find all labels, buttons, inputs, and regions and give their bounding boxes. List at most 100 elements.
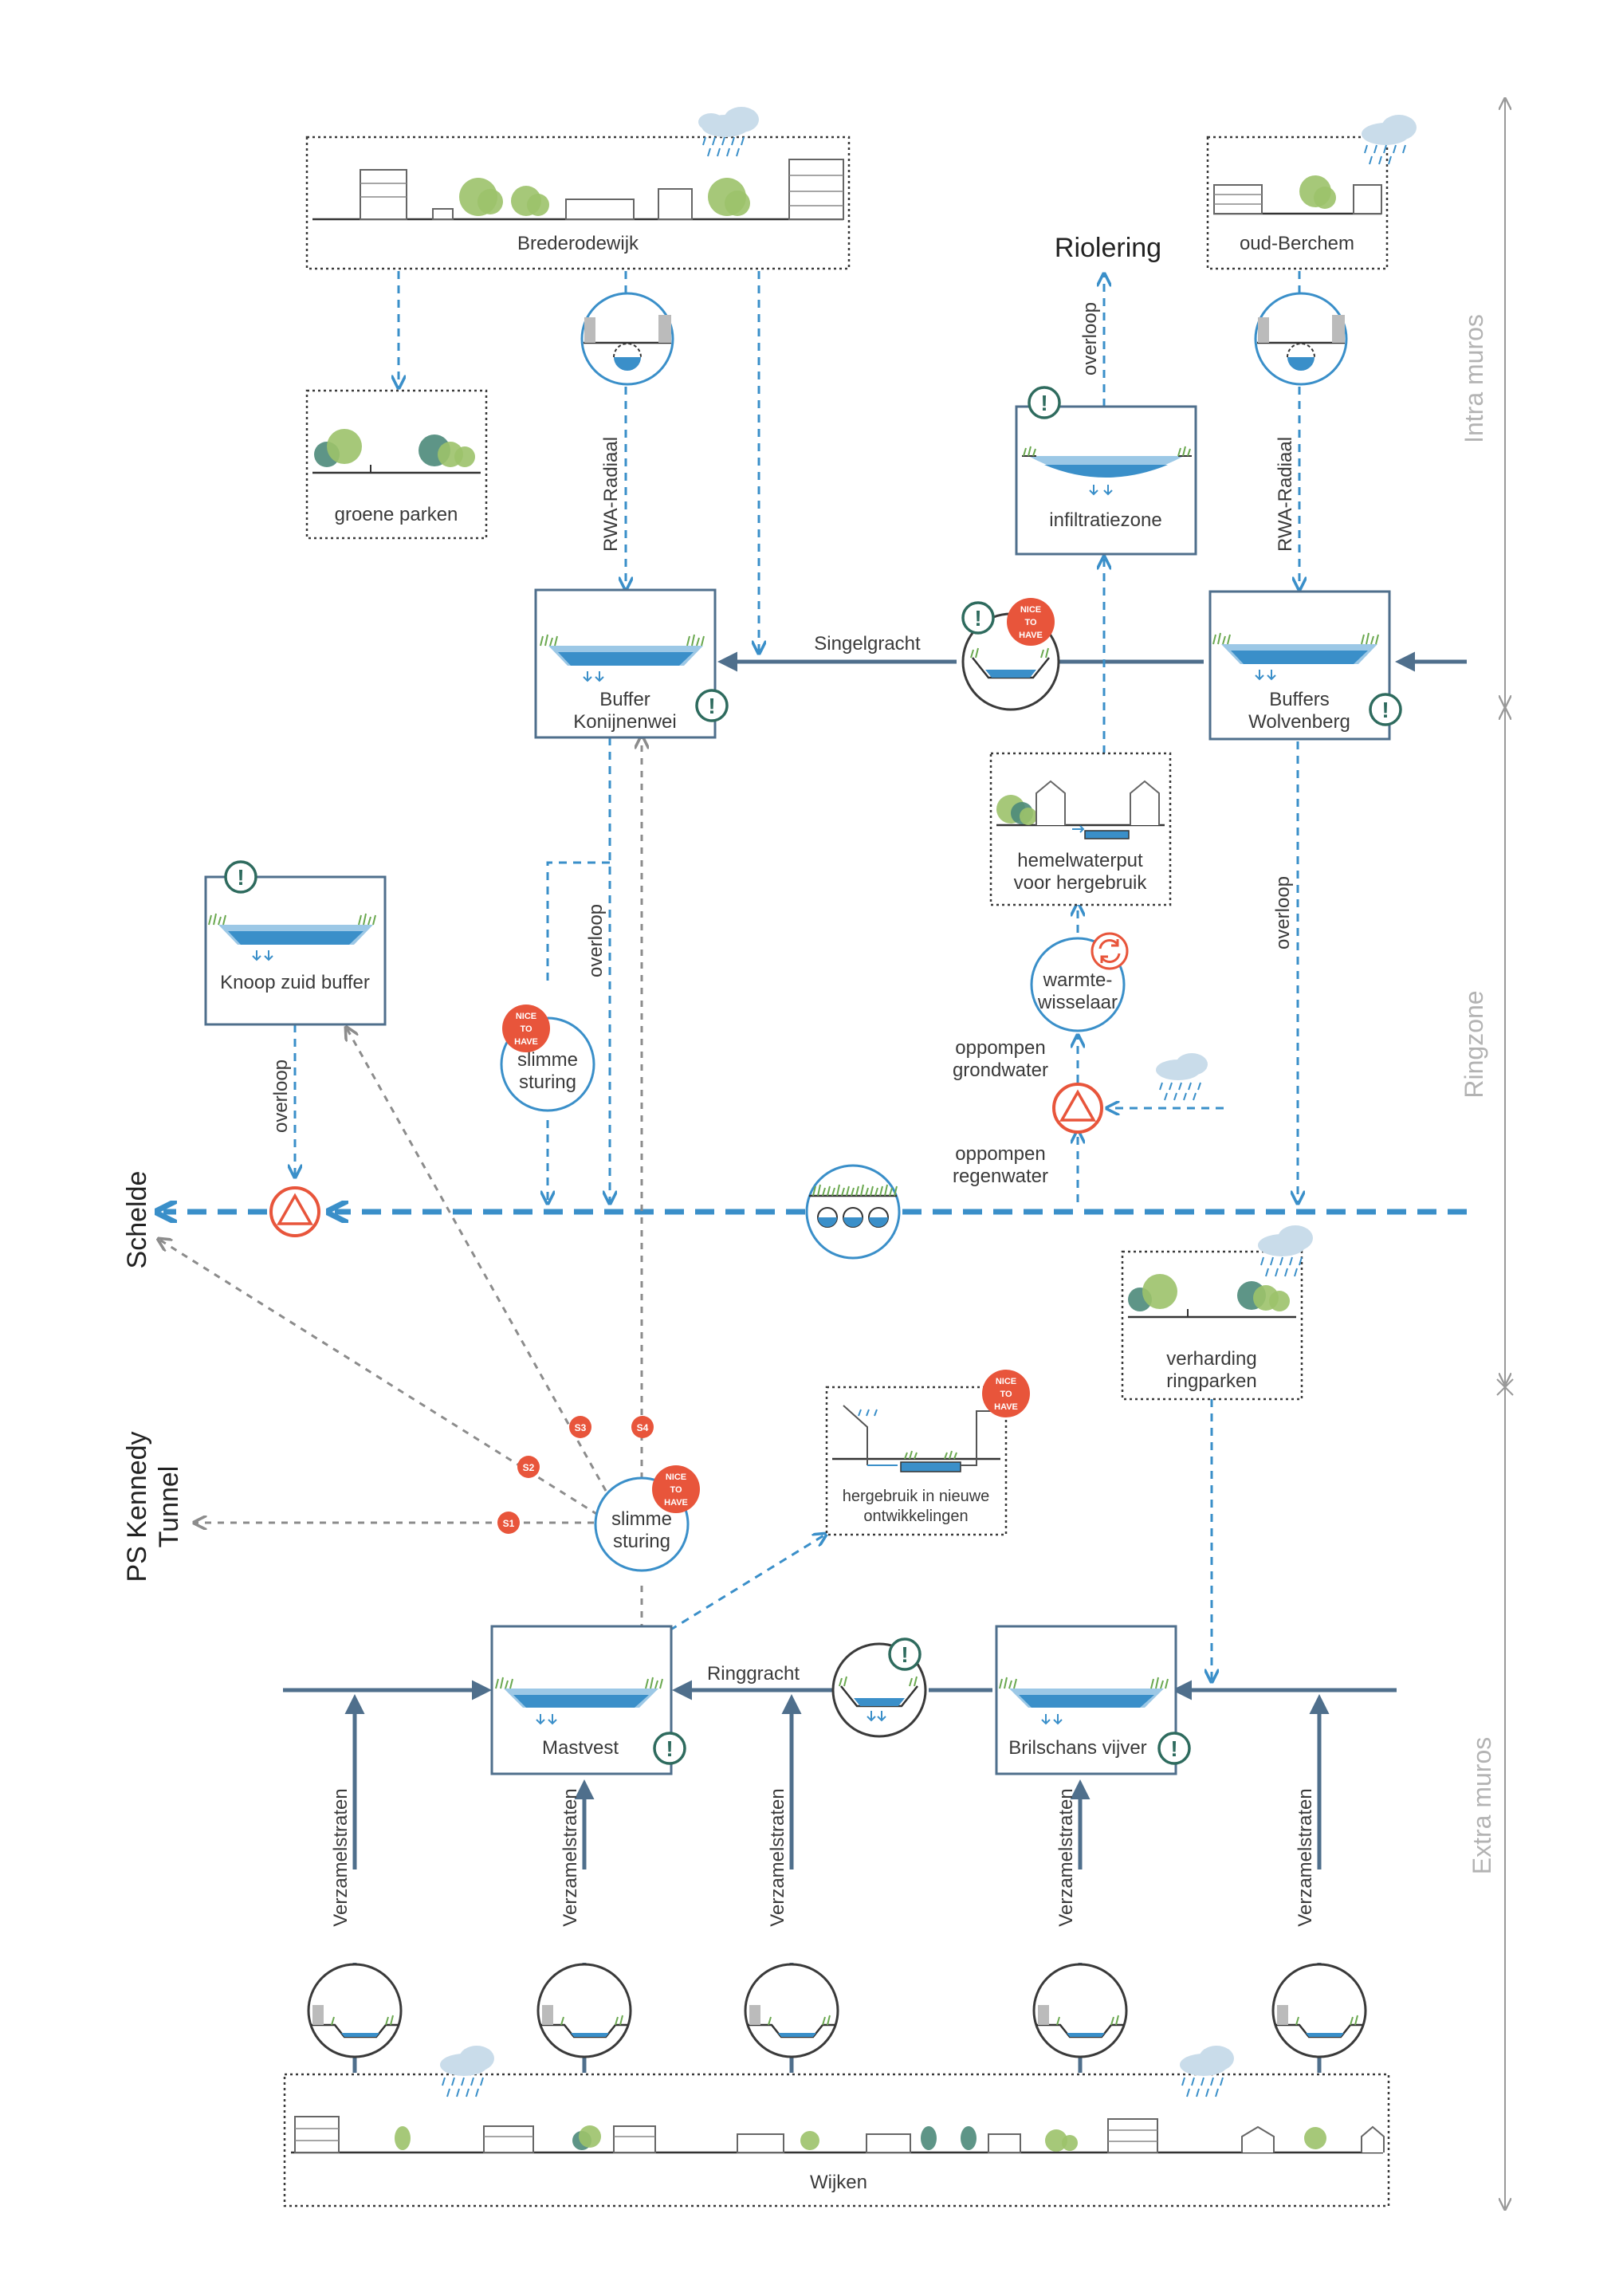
label-hemelwaterput-line1: hemelwaterput: [1017, 850, 1143, 871]
label-hemelwaterput-line2: voor hergebruik: [1014, 872, 1148, 894]
flow-label-overloop-wolvenberg: overloop: [1272, 876, 1294, 949]
node-buffer-konijnenwei: Buffer Konijnenwei: [534, 588, 717, 739]
svg-text:NICE: NICE: [996, 1377, 1016, 1386]
zone-axis: Intra muros Ringzone Extra muros: [1460, 100, 1514, 2208]
svg-text:!: !: [708, 694, 715, 718]
label-oppompen-regen-line1: oppompen: [955, 1143, 1045, 1165]
svg-text:TO: TO: [520, 1024, 532, 1034]
flow-label-singelgracht: Singelgracht: [814, 633, 921, 655]
circle-street-swale-2: [536, 1963, 632, 2058]
label-groene-parken: groene parken: [335, 504, 458, 525]
rain-cloud-icon: [1258, 1225, 1313, 1277]
flow-label-overloop-riolering: overloop: [1079, 302, 1101, 375]
svg-text:NICE: NICE: [666, 1472, 686, 1482]
label-konijnenwei-line2: Konijnenwei: [573, 711, 676, 733]
circle-street-swale-3: [744, 1963, 839, 2058]
node-knoop-zuid-buffer: Knoop zuid buffer: [204, 875, 387, 1026]
scenario-badge-s2: S2: [517, 1456, 540, 1478]
svg-text:!: !: [1170, 1736, 1177, 1761]
outlet-kennedy-line1: PS Kennedy: [122, 1431, 152, 1582]
flow-label-rwa-radiaal-right: RWA-Radiaal: [1275, 437, 1296, 552]
zone-label-ring: Ringzone: [1460, 990, 1488, 1098]
label-verharding-line1: verharding: [1166, 1348, 1256, 1370]
circle-street-swale-1: [307, 1963, 403, 2058]
dashed-flows: [295, 271, 1299, 1681]
label-oppompen-grond-line2: grondwater: [953, 1060, 1048, 1081]
box-hemelwaterput: hemelwaterput voor hergebruik: [989, 752, 1172, 906]
box-brederodewijk: Brederodewijk: [305, 136, 851, 270]
warning-icon: !: [695, 689, 729, 722]
rain-cloud-icon: [698, 107, 759, 157]
node-brilschans-vijver: Brilschans vijver: [995, 1625, 1177, 1775]
svg-text:!: !: [237, 865, 244, 890]
label-wijken: Wijken: [810, 2172, 867, 2193]
nice-to-have-badge: NICE TO HAVE: [652, 1465, 700, 1513]
outlet-schelde: Schelde: [122, 1171, 152, 1269]
circle-street-buffer-1: [580, 292, 674, 386]
warning-icon: !: [1157, 1732, 1191, 1765]
nice-to-have-badge: NICE TO HAVE: [502, 1005, 550, 1052]
label-verharding-line2: ringparken: [1166, 1370, 1256, 1392]
warning-icon: !: [224, 860, 257, 894]
label-konijnenwei-line1: Buffer: [599, 689, 650, 710]
label-slimme-upper-line1: slimme: [517, 1049, 578, 1071]
nice-to-have-badge: NICE TO HAVE: [982, 1370, 1030, 1417]
svg-text:NICE: NICE: [1020, 605, 1041, 615]
label-infiltratiezone: infiltratiezone: [1049, 509, 1161, 531]
flow-label-overloop-konijnenwei: overloop: [585, 904, 607, 977]
box-wijken: Wijken: [283, 2073, 1390, 2208]
zone-label-intra: Intra muros: [1460, 314, 1488, 443]
flow-label-verzamelstraten-4: Verzamelstraten: [1055, 1788, 1077, 1926]
svg-text:TO: TO: [1000, 1390, 1012, 1399]
svg-text:S3: S3: [575, 1422, 587, 1433]
box-infiltratiezone: infiltratiezone: [1015, 405, 1197, 556]
label-wolvenberg-line1: Buffers: [1269, 689, 1330, 710]
circle-street-swale-5: [1271, 1963, 1367, 2058]
label-brederodewijk: Brederodewijk: [517, 233, 639, 254]
svg-text:S2: S2: [523, 1462, 535, 1473]
scenario-flows: [159, 737, 642, 1630]
zone-label-extra: Extra muros: [1468, 1737, 1496, 1874]
box-oud-berchem: oud-Berchem: [1206, 136, 1389, 270]
label-wolvenberg-line2: Wolvenberg: [1248, 711, 1350, 733]
label-oud-berchem: oud-Berchem: [1240, 233, 1354, 254]
pump-icon: [269, 1186, 320, 1237]
rain-cloud-icon: [1362, 115, 1417, 165]
label-slimme-lower-line1: slimme: [611, 1508, 672, 1530]
label-slimme-upper-line2: sturing: [519, 1071, 576, 1093]
circle-ring-tanks: [805, 1164, 901, 1260]
flow-label-rwa-radiaal-left: RWA-Radiaal: [600, 437, 622, 552]
flow-label-verzamelstraten-5: Verzamelstraten: [1295, 1788, 1316, 1926]
svg-text:HAVE: HAVE: [514, 1037, 538, 1047]
svg-text:TO: TO: [670, 1485, 682, 1495]
warning-icon: !: [1369, 693, 1402, 726]
warning-icon: !: [653, 1732, 686, 1765]
pump-icon: [1052, 1083, 1103, 1134]
svg-text:HAVE: HAVE: [664, 1498, 688, 1508]
scenario-badge-s1: S1: [497, 1512, 520, 1534]
svg-text:!: !: [1381, 698, 1389, 722]
svg-text:!: !: [901, 1642, 908, 1667]
label-knoop-zuid: Knoop zuid buffer: [220, 972, 370, 993]
flow-label-overloop-knoop: overloop: [270, 1060, 292, 1133]
box-verharding-ringparken: verharding ringparken: [1121, 1250, 1303, 1401]
label-hergebruik-line2: ontwikkelingen: [863, 1508, 968, 1525]
label-brilschans: Brilschans vijver: [1008, 1737, 1146, 1759]
box-hergebruik: hergebruik in nieuwe ontwikkelingen: [825, 1386, 1008, 1536]
flow-label-verzamelstraten-3: Verzamelstraten: [767, 1788, 788, 1926]
svg-text:!: !: [1040, 391, 1047, 415]
circle-warmte-wisselaar: warmte- wisselaar: [1030, 937, 1126, 1032]
rain-cloud-icon: [440, 2046, 494, 2097]
flow-label-verzamelstraten-2: Verzamelstraten: [560, 1788, 581, 1926]
nice-to-have-badge: NICE TO HAVE: [1007, 598, 1055, 646]
label-oppompen-regen-line2: regenwater: [953, 1166, 1048, 1187]
flow-label-verzamelstraten-1: Verzamelstraten: [330, 1788, 352, 1926]
svg-text:NICE: NICE: [516, 1012, 536, 1021]
warning-icon: !: [1028, 386, 1061, 419]
svg-text:S4: S4: [637, 1422, 649, 1433]
svg-text:HAVE: HAVE: [1019, 631, 1043, 640]
flow-label-ringgracht: Ringgracht: [707, 1663, 800, 1685]
label-slimme-lower-line2: sturing: [613, 1531, 670, 1552]
svg-text:!: !: [974, 606, 981, 631]
recycle-icon: [1091, 932, 1129, 970]
